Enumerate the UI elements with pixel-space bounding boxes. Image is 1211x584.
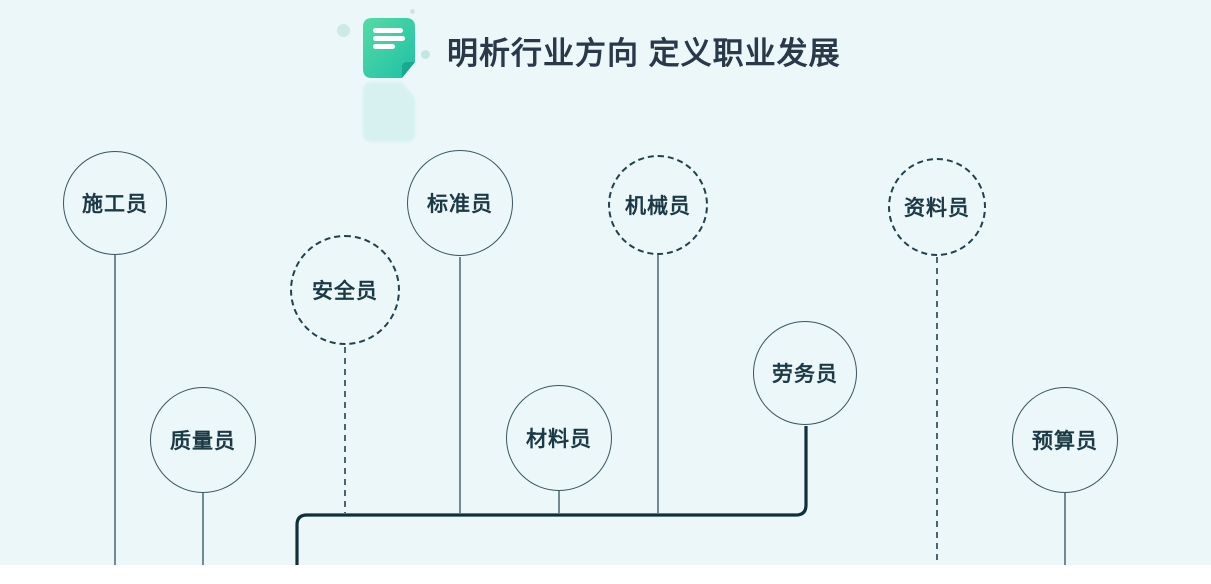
node-yusuanyuan: 预算员 <box>1012 387 1118 493</box>
node-zhiliangyuan: 质量员 <box>150 387 256 493</box>
decorative-dot <box>410 9 415 14</box>
node-biaozhunyuan: 标准员 <box>407 150 513 256</box>
document-icon <box>362 17 416 79</box>
node-label: 标准员 <box>427 193 493 216</box>
page-title: 明析行业方向 定义职业发展 <box>447 36 841 71</box>
node-label: 劳务员 <box>772 363 838 386</box>
decorative-dot <box>337 24 350 37</box>
node-laowuyuan: 劳务员 <box>753 321 857 425</box>
decorative-dot <box>421 50 430 59</box>
career-diagram-section: 明析行业方向 定义职业发展 施工员 安全 <box>0 0 1211 565</box>
node-label: 预算员 <box>1032 430 1098 453</box>
node-shigongyuan: 施工员 <box>63 151 167 255</box>
node-label: 施工员 <box>82 193 148 216</box>
node-label: 安全员 <box>312 280 378 303</box>
document-icon-reflection <box>362 81 416 143</box>
node-label: 质量员 <box>170 430 236 453</box>
node-label: 机械员 <box>625 195 691 218</box>
node-label: 资料员 <box>904 197 970 220</box>
node-label: 材料员 <box>526 428 592 451</box>
section-header: 明析行业方向 定义职业发展 <box>0 0 1211 142</box>
connector-lines <box>114 255 1066 565</box>
line-laowuyuan-elbow <box>295 426 808 565</box>
node-ziliaoyuan: 资料员 <box>888 158 986 256</box>
node-anquanyuan: 安全员 <box>290 235 400 345</box>
node-jixieyuan: 机械员 <box>608 155 708 255</box>
node-cailiaoyuan: 材料员 <box>506 385 612 491</box>
